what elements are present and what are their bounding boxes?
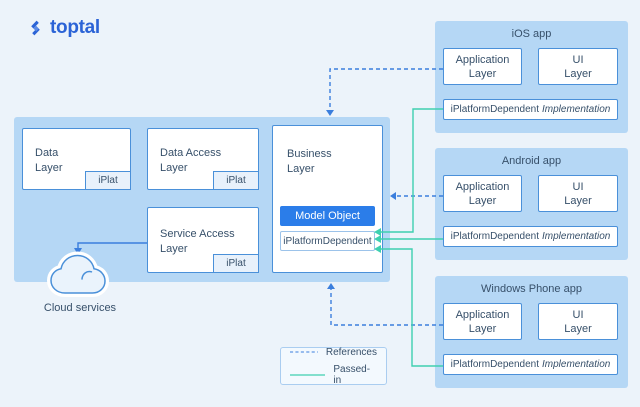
android-application-layer-box: Application Layer bbox=[443, 175, 522, 212]
toptal-logo-text: toptal bbox=[50, 17, 100, 38]
connector-windows-references bbox=[330, 288, 443, 326]
legend-references-label: References bbox=[325, 346, 377, 358]
ios-ui-layer-box: UI Layer bbox=[538, 48, 618, 85]
app-container-windows-phone: Windows Phone app Application Layer UI L… bbox=[435, 276, 628, 388]
ios-app-title: iOS app bbox=[511, 28, 552, 40]
legend-passed-in-label: Passed-in bbox=[333, 363, 371, 386]
windows-impl-type: Implementation bbox=[542, 359, 611, 370]
windows-phone-app-title: Windows Phone app bbox=[481, 283, 582, 295]
cloud-outline bbox=[50, 254, 106, 294]
windows-ui-layer-label: UI Layer bbox=[564, 308, 592, 335]
ios-application-layer-box: Application Layer bbox=[443, 48, 522, 85]
service-access-layer-label: Service Access Layer bbox=[160, 228, 235, 255]
arrowhead-android-references bbox=[390, 192, 396, 200]
business-layer-box: Business Layer Model Object iPlatformDep… bbox=[272, 125, 383, 273]
windows-application-layer-label: Application Layer bbox=[455, 308, 510, 335]
references-dashed-line-sample bbox=[290, 351, 318, 353]
model-object-chip: Model Object bbox=[280, 206, 375, 226]
toptal-logo: toptal bbox=[26, 17, 100, 39]
ios-impl-type: Implementation bbox=[542, 104, 611, 115]
service-access-layer-box: Service Access Layer iPlat bbox=[147, 207, 259, 273]
ios-impl-name: iPlatformDependent bbox=[450, 104, 539, 115]
cloud-services-label: Cloud services bbox=[43, 302, 117, 314]
connector-ios-references bbox=[329, 68, 443, 111]
passed-in-line-sample bbox=[290, 373, 326, 376]
data-layer-iplat-tag: iPlat bbox=[85, 171, 131, 190]
ios-application-layer-label: Application Layer bbox=[455, 53, 510, 80]
app-container-android: Android app Application Layer UI Layer i… bbox=[435, 148, 628, 260]
service-access-layer-iplat-tag: iPlat bbox=[213, 254, 259, 273]
android-impl-type: Implementation bbox=[542, 231, 611, 242]
legend: References Passed-in bbox=[280, 347, 387, 386]
toptal-logo-icon bbox=[31, 20, 40, 36]
android-application-layer-label: Application Layer bbox=[455, 180, 510, 207]
android-app-title: Android app bbox=[501, 155, 562, 167]
android-ui-layer-label: UI Layer bbox=[564, 180, 592, 207]
windows-ui-layer-box: UI Layer bbox=[538, 303, 618, 340]
data-layer-label: Data Layer bbox=[35, 147, 63, 174]
data-access-layer-iplat-tag: iPlat bbox=[213, 171, 259, 190]
android-impl-name: iPlatformDependent bbox=[450, 231, 539, 242]
iplatformdependent-chip: iPlatformDependent bbox=[280, 231, 375, 251]
cloud-icon bbox=[47, 251, 109, 297]
windows-implementation-box: iPlatformDependent Implementation bbox=[443, 354, 618, 375]
legend-references-row: References bbox=[290, 347, 377, 358]
cloud-curl bbox=[81, 270, 93, 280]
windows-impl-name: iPlatformDependent bbox=[450, 359, 539, 370]
ios-implementation-box: iPlatformDependent Implementation bbox=[443, 99, 618, 120]
data-access-layer-box: Data Access Layer iPlat bbox=[147, 128, 259, 190]
arrowhead-windows-references bbox=[327, 283, 335, 289]
windows-application-layer-box: Application Layer bbox=[443, 303, 522, 340]
ios-ui-layer-label: UI Layer bbox=[564, 53, 592, 80]
data-access-layer-label: Data Access Layer bbox=[160, 147, 222, 174]
arrowhead-ios-references bbox=[326, 110, 334, 116]
android-ui-layer-box: UI Layer bbox=[538, 175, 618, 212]
data-layer-box: Data Layer iPlat bbox=[22, 128, 131, 190]
legend-passed-in-row: Passed-in bbox=[290, 364, 377, 386]
app-container-ios: iOS app Application Layer UI Layer iPlat… bbox=[435, 21, 628, 133]
android-implementation-box: iPlatformDependent Implementation bbox=[443, 226, 618, 247]
business-layer-label: Business Layer bbox=[287, 148, 332, 175]
